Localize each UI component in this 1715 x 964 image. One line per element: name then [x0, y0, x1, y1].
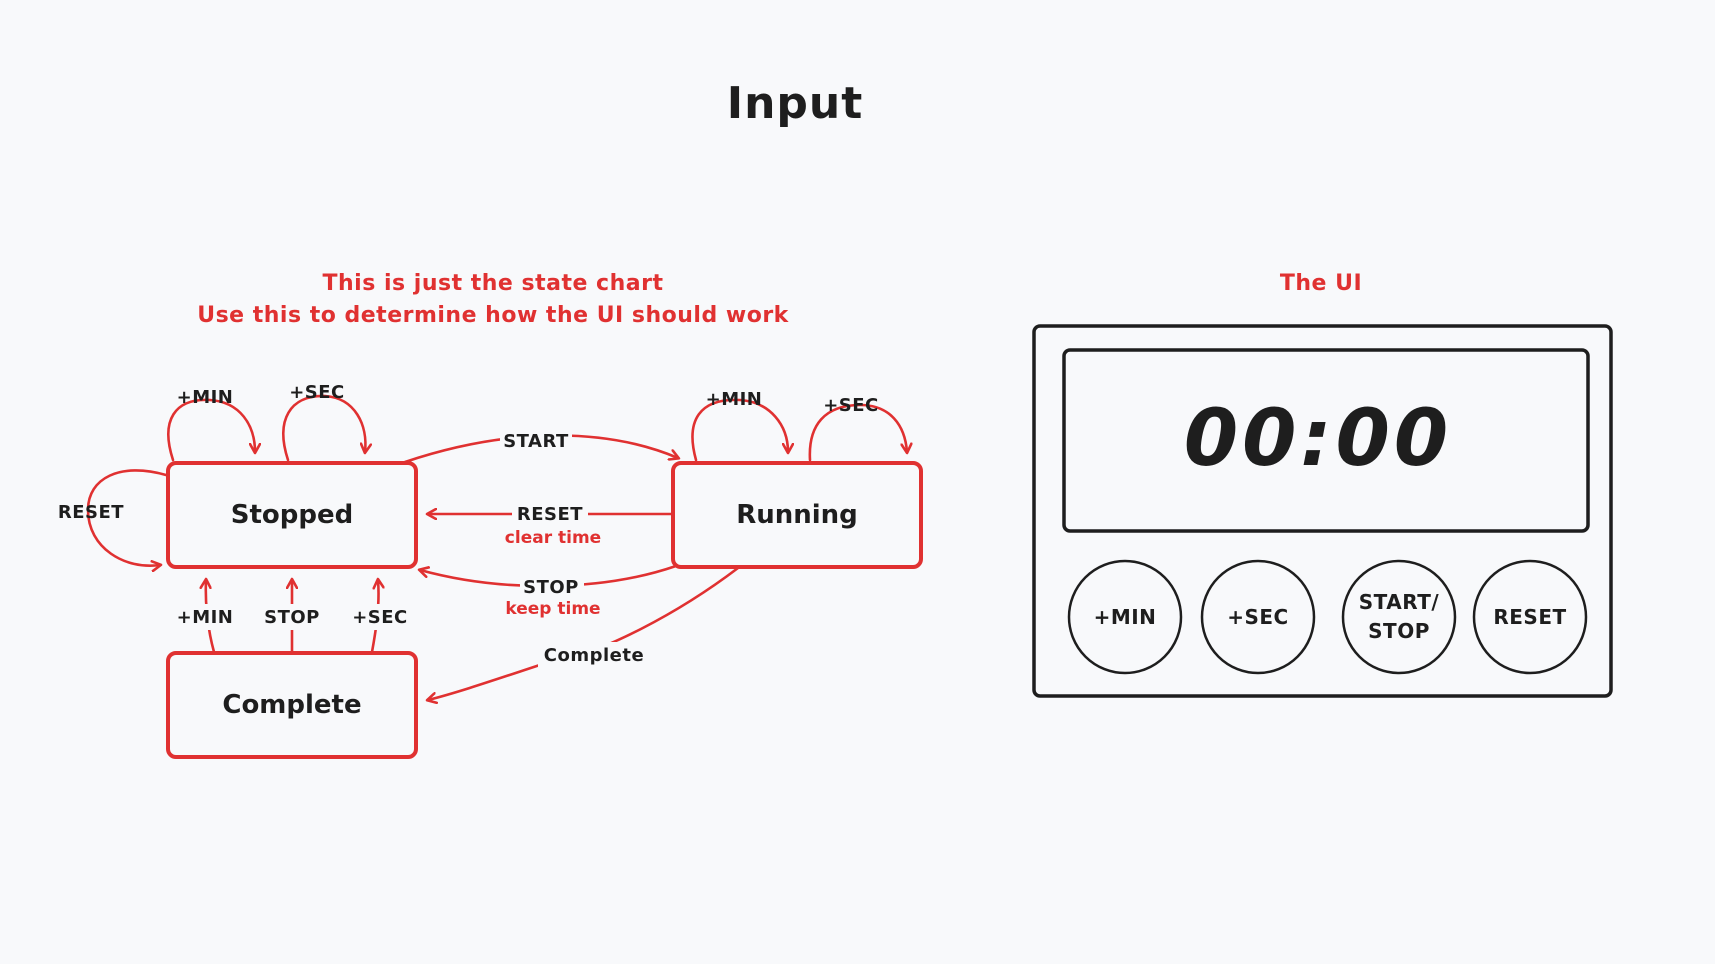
edge-stopped-min	[167, 398, 255, 462]
state-complete	[166, 651, 418, 759]
complete-sec-bg	[350, 604, 410, 630]
label-running-reset: RESET	[517, 504, 583, 525]
label-complete: Complete	[544, 645, 644, 666]
sec-button[interactable]: +SEC	[1200, 559, 1316, 675]
reset-label-bg	[512, 500, 588, 526]
label-complete-sec: +SEC	[352, 607, 408, 628]
label-stopped-min: +MIN	[177, 387, 234, 408]
label-stopped-sec: +SEC	[289, 382, 345, 403]
state-complete-label: Complete	[222, 690, 361, 720]
sec-button-circle[interactable]	[1200, 559, 1316, 675]
note-line-2: Use this to determine how the UI should …	[197, 303, 789, 328]
label-running-sec: +SEC	[823, 395, 879, 416]
state-running	[671, 461, 923, 569]
label-running-stop-note: keep time	[505, 599, 600, 619]
ui-heading: The UI	[1280, 271, 1362, 296]
label-running-stop: STOP	[523, 577, 579, 598]
label-complete-min: +MIN	[177, 607, 234, 628]
state-chart: Stopped Running Complete +MIN +SEC RESET…	[58, 382, 923, 759]
complete-min-bg	[170, 604, 242, 630]
label-stopped-reset: RESET	[58, 502, 124, 523]
timer-frame	[1032, 324, 1613, 698]
start-stop-button[interactable]: START/ STOP	[1341, 559, 1457, 675]
min-button-circle[interactable]	[1067, 559, 1183, 675]
reset-button-circle[interactable]	[1472, 559, 1588, 675]
timer-ui: 00:00 +MIN +SEC START/ STOP RESET	[1032, 324, 1613, 698]
timer-display-value: 00:00	[1184, 394, 1452, 484]
page-title: Input	[727, 78, 864, 129]
complete-label-bg	[538, 642, 650, 668]
start-stop-button-circle[interactable]	[1341, 559, 1457, 675]
state-stopped-label: Stopped	[231, 500, 353, 530]
complete-stop-bg	[262, 604, 322, 630]
label-running-min: +MIN	[706, 389, 763, 410]
edge-stopped-reset	[86, 469, 168, 565]
start-label-bg	[500, 428, 572, 454]
label-running-reset-note: clear time	[505, 528, 601, 548]
timer-display	[1062, 348, 1590, 533]
min-button[interactable]: +MIN	[1067, 559, 1183, 675]
label-complete-stop: STOP	[264, 607, 320, 628]
state-stopped	[166, 461, 418, 569]
edge-running-min	[691, 398, 788, 462]
edge-stopped-sec	[282, 394, 365, 462]
state-running-label: Running	[736, 500, 858, 530]
label-start: START	[503, 431, 569, 452]
note-line-1: This is just the state chart	[323, 271, 664, 296]
stop-label-bg	[520, 574, 584, 598]
edge-running-sec	[808, 403, 907, 462]
reset-button[interactable]: RESET	[1472, 559, 1588, 675]
